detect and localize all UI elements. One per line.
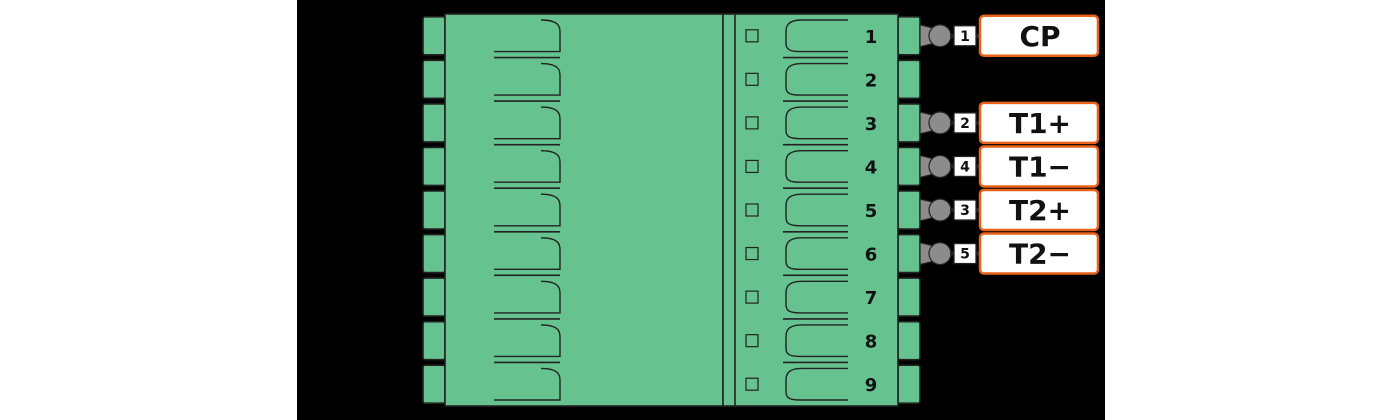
release-button-square	[745, 290, 759, 304]
right-rib	[897, 364, 921, 405]
terminal-block-connector	[422, 13, 921, 407]
left-rib	[422, 15, 446, 56]
release-button-square	[745, 246, 759, 261]
wire-plug-cap	[928, 198, 952, 222]
signal-label-text: T1−	[1009, 150, 1071, 183]
signal-label-text: CP	[1019, 20, 1060, 53]
right-rib	[897, 15, 921, 56]
left-clamp-outline	[494, 149, 561, 183]
wire-number-tag	[953, 155, 977, 178]
right-clamp-outline	[785, 193, 848, 227]
left-rib	[422, 190, 446, 230]
pin-number: 1	[865, 27, 878, 48]
wire-number-text: 4	[960, 159, 970, 175]
right-rib	[897, 233, 921, 274]
right-clamp-outline	[785, 149, 848, 183]
left-clamp-outline	[494, 106, 561, 140]
wire-2: 2 T1+	[919, 101, 1100, 145]
pin-number: 2	[865, 70, 878, 91]
wire-4: 4 T1−	[919, 145, 1100, 188]
wire-1: 1 CP	[919, 14, 1100, 58]
wire-plug-cap	[928, 111, 952, 135]
release-button-square	[745, 377, 759, 391]
pin-number: 4	[865, 157, 878, 178]
release-button-square	[745, 29, 759, 43]
pin-number-column: 1 2 3 4 5 6 7 8 9	[865, 27, 878, 396]
pin-number: 5	[865, 201, 878, 222]
wire-number-text: 1	[960, 29, 970, 45]
right-rib	[897, 103, 921, 143]
left-rib	[422, 59, 446, 100]
left-clamp-outline	[494, 237, 561, 271]
signal-label-text: T1+	[1009, 107, 1071, 140]
connector-body-left	[444, 13, 724, 407]
right-clamp-outline	[785, 324, 848, 358]
left-clamp-outline	[494, 324, 561, 358]
release-button-square	[745, 72, 759, 86]
right-clamp-outline	[785, 19, 848, 53]
wire-5: 5 T2−	[919, 232, 1100, 275]
signal-label-box	[978, 188, 1100, 232]
wire-number-tag	[953, 242, 977, 265]
right-clamp-outline	[785, 106, 848, 140]
wire-number-text: 3	[960, 203, 970, 219]
signal-label-box	[978, 232, 1100, 275]
left-clamp-outline	[494, 367, 561, 401]
wire-plug-cap	[928, 154, 952, 179]
pin-number: 8	[865, 332, 878, 353]
left-rib	[422, 233, 446, 274]
pin-number: 6	[865, 245, 878, 266]
signal-label-text: T2+	[1009, 194, 1071, 227]
right-clamp-outline	[785, 237, 848, 271]
right-rib	[897, 277, 921, 317]
right-clamp-outline	[785, 280, 848, 314]
wire-labels: 1 CP 2 T1+ 4 T1− 3 T2+ 5 T2−	[919, 14, 1100, 275]
release-button-square	[745, 159, 759, 174]
right-rib	[897, 146, 921, 187]
left-rib	[422, 277, 446, 317]
left-rib	[422, 320, 446, 361]
signal-label-box	[978, 101, 1100, 145]
left-clamp-outline	[494, 193, 561, 227]
wire-number-tag	[953, 112, 977, 134]
pin-number: 7	[865, 288, 878, 309]
right-clamp-outline	[785, 62, 848, 96]
pin-number: 3	[865, 114, 878, 135]
wire-plug-cap	[928, 24, 952, 48]
left-rib	[422, 103, 446, 143]
release-button-square	[745, 116, 759, 130]
signal-label-text: T2−	[1009, 238, 1071, 271]
release-button-square	[745, 203, 759, 217]
signal-label-box	[978, 145, 1100, 188]
wire-number-tag	[953, 25, 977, 47]
release-button-square	[745, 334, 759, 348]
left-clamp-outline	[494, 19, 561, 53]
right-rib	[897, 59, 921, 100]
signal-label-box	[978, 14, 1100, 58]
right-clamp-outline	[785, 367, 848, 401]
left-clamp-outline	[494, 280, 561, 314]
left-rib	[422, 146, 446, 187]
wire-3: 3 T2+	[919, 188, 1100, 232]
right-rib	[897, 320, 921, 361]
wire-number-tag	[953, 199, 977, 221]
right-rib	[897, 190, 921, 230]
left-clamp-outline	[494, 62, 561, 96]
wire-number-text: 5	[960, 247, 970, 263]
wire-number-text: 2	[960, 116, 970, 132]
pin-number: 9	[865, 375, 878, 396]
left-rib	[422, 364, 446, 405]
wire-plug-cap	[928, 241, 952, 266]
